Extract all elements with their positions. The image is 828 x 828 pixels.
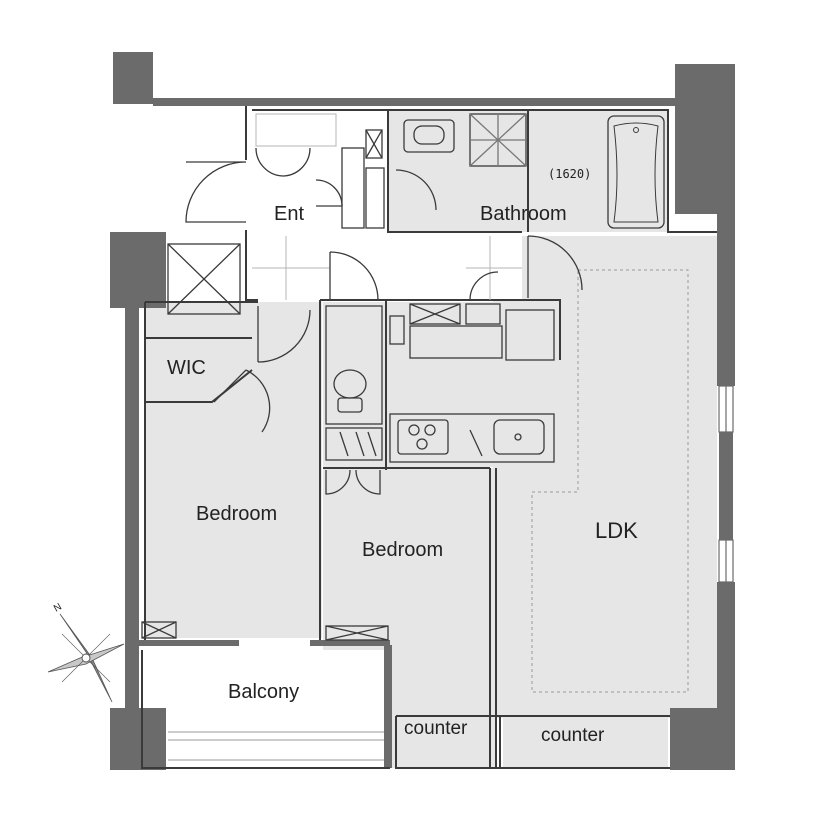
- wall-top-right-pillar: [675, 64, 735, 214]
- wall-right-upper: [717, 214, 735, 386]
- hall-door: [329, 251, 379, 301]
- room-label-bedroom-left: Bedroom: [196, 503, 277, 525]
- windows: [718, 385, 734, 583]
- door-swings: [185, 147, 583, 495]
- wall-right-mid: [719, 432, 733, 540]
- room-label-ldk: LDK: [595, 518, 638, 543]
- bedroom-left-door: [257, 306, 311, 363]
- hall-door-2: [469, 271, 499, 301]
- bedroom-left-floor: [145, 302, 322, 638]
- ldk-dotted-area: [531, 269, 689, 693]
- kitchen-floor: [323, 302, 558, 467]
- toilet-room: [325, 305, 383, 425]
- room-label-wic: WIC: [167, 357, 206, 379]
- wall-left: [125, 308, 139, 708]
- partitions: [141, 106, 717, 769]
- bath-size-label: (1620): [548, 167, 591, 181]
- entrance-door: [185, 161, 247, 223]
- storage-door: [325, 469, 381, 495]
- room-label-bathroom: Bathroom: [480, 203, 567, 225]
- wall-bottom-left-pillar: [110, 708, 166, 770]
- counter-left-floor: [396, 716, 496, 768]
- bathroom-door: [527, 235, 583, 298]
- wall-bottom-right-pillar: [670, 708, 735, 770]
- wall-top-left-pillar: [113, 52, 153, 104]
- kitchen-sink: [493, 419, 545, 455]
- balcony-rails: [168, 731, 384, 761]
- counter-right-floor: [503, 716, 668, 768]
- entrance-tiles: [252, 113, 522, 300]
- structural-walls: [110, 52, 735, 770]
- wall-bedroom-balcony-2: [310, 640, 390, 646]
- counter-label-right: counter: [541, 725, 605, 746]
- wall-top: [153, 98, 675, 106]
- fridge-space: [505, 309, 555, 361]
- stove: [397, 419, 449, 455]
- closet-door-1: [255, 147, 311, 177]
- washer-box: [365, 129, 383, 159]
- pipe-shaft: [167, 243, 241, 315]
- balcony-floor: [142, 650, 387, 768]
- room-labels: Ent Bathroom (1620) WIC Bedroom Bedroom …: [167, 167, 638, 746]
- fixtures: [141, 113, 665, 641]
- bathtub: [607, 115, 665, 229]
- wall-balcony-right: [384, 645, 392, 768]
- room-label-entrance: Ent: [274, 203, 304, 225]
- room-label-bedroom-center: Bedroom: [362, 539, 443, 561]
- wic-door: [213, 369, 271, 433]
- room-label-balcony: Balcony: [228, 681, 299, 703]
- compass-north-label: N: [52, 601, 64, 614]
- kitchen-counter: [389, 413, 555, 463]
- vanity-sink: [403, 119, 455, 153]
- counter-label-left: counter: [404, 718, 468, 739]
- kitchen-back-counter: [409, 325, 503, 359]
- wall-right-lower: [717, 582, 735, 708]
- wall-left-pillar: [110, 232, 166, 308]
- compass-rose: N: [47, 601, 125, 703]
- wall-bedroom-balcony: [139, 640, 239, 646]
- linen-door: [395, 169, 437, 211]
- shoe-cabinet: [341, 147, 365, 229]
